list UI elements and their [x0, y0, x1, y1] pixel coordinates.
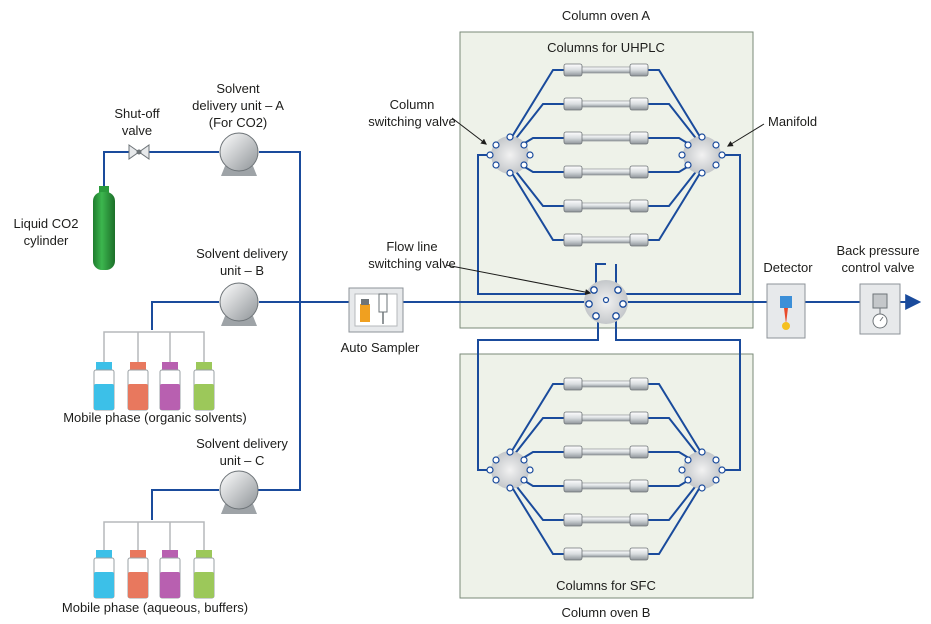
- bottle-icon: [193, 550, 215, 599]
- columns-sfc-label: Columns for SFC: [556, 578, 656, 593]
- column-icon: [563, 199, 649, 213]
- shutoff-valve-icon[interactable]: [128, 144, 150, 160]
- organic-bottles: [93, 362, 215, 411]
- mobile-phase-aqueous-label: Mobile phase (aqueous, buffers): [62, 600, 248, 615]
- shutoff-valve-label-1: Shut-off: [114, 106, 160, 121]
- column-switching-valve-sfc-icon[interactable]: [486, 448, 534, 492]
- co2-cylinder-label-1: Liquid CO2: [13, 216, 78, 231]
- flow-line-switching-valve-icon[interactable]: [584, 280, 628, 324]
- column-oven-a-box: [459, 31, 754, 329]
- solvent-delivery-unit-a-icon[interactable]: [219, 132, 259, 176]
- column-icon: [563, 513, 649, 527]
- bottle-icon: [159, 362, 181, 411]
- solvent-a-label-3: (For CO2): [209, 115, 268, 130]
- leader-lines: [445, 117, 765, 296]
- column-switching-valve-uhplc-icon[interactable]: [486, 133, 534, 177]
- back-pressure-label-1: Back pressure: [836, 243, 919, 258]
- flow-line-switching-valve-label-1: Flow line: [386, 239, 437, 254]
- bottle-icon: [193, 362, 215, 411]
- solvent-c-label-1: Solvent delivery: [196, 436, 288, 451]
- column-icon: [563, 445, 649, 459]
- solvent-delivery-unit-c-icon[interactable]: [219, 470, 259, 514]
- column-icon: [563, 165, 649, 179]
- aqueous-bottles: [93, 550, 215, 599]
- detector-icon[interactable]: [766, 283, 806, 339]
- column-icon: [563, 411, 649, 425]
- manifold-sfc-icon[interactable]: [678, 448, 726, 492]
- column-icon: [563, 547, 649, 561]
- solvent-a-label-2: delivery unit – A: [192, 98, 284, 113]
- manifold-uhplc-icon[interactable]: [678, 133, 726, 177]
- flow-line-switching-valve-label-2: switching valve: [368, 256, 455, 271]
- bottle-icon: [159, 550, 181, 599]
- supply-lines: [103, 151, 922, 520]
- column-icon: [563, 233, 649, 247]
- co2-cylinder-icon: [93, 186, 115, 270]
- auto-sampler-label: Auto Sampler: [341, 340, 420, 355]
- detector-label: Detector: [763, 260, 813, 275]
- mobile-phase-organic-label: Mobile phase (organic solvents): [63, 410, 247, 425]
- column-icon: [563, 377, 649, 391]
- manifold-label: Manifold: [768, 114, 817, 129]
- flow-lines: [477, 63, 741, 561]
- solvent-a-label-1: Solvent: [216, 81, 260, 96]
- column-icon: [563, 63, 649, 77]
- bottle-icon: [93, 550, 115, 599]
- labels: Column oven A Column oven B Columns for …: [13, 8, 919, 620]
- column-switching-valve-label-1: Column: [390, 97, 435, 112]
- column-icon: [563, 479, 649, 493]
- solvent-delivery-unit-b-icon[interactable]: [219, 282, 259, 326]
- shutoff-valve-label-2: valve: [122, 123, 152, 138]
- column-icon: [563, 131, 649, 145]
- bottle-icon: [127, 550, 149, 599]
- oven-a-title: Column oven A: [562, 8, 650, 23]
- oven-b-title: Column oven B: [562, 605, 651, 620]
- back-pressure-label-2: control valve: [842, 260, 915, 275]
- column-icon: [563, 97, 649, 111]
- columns-uhplc-label: Columns for UHPLC: [547, 40, 665, 55]
- solvent-b-label-2: unit – B: [220, 263, 264, 278]
- co2-cylinder-label-2: cylinder: [24, 233, 69, 248]
- back-pressure-valve-icon[interactable]: [859, 283, 901, 335]
- auto-sampler-icon[interactable]: [348, 287, 404, 333]
- bottle-lines: [103, 331, 205, 552]
- bottle-icon: [93, 362, 115, 411]
- solvent-c-label-2: unit – C: [220, 453, 265, 468]
- solvent-b-label-1: Solvent delivery: [196, 246, 288, 261]
- bottle-icon: [127, 362, 149, 411]
- column-switching-valve-label-2: switching valve: [368, 114, 455, 129]
